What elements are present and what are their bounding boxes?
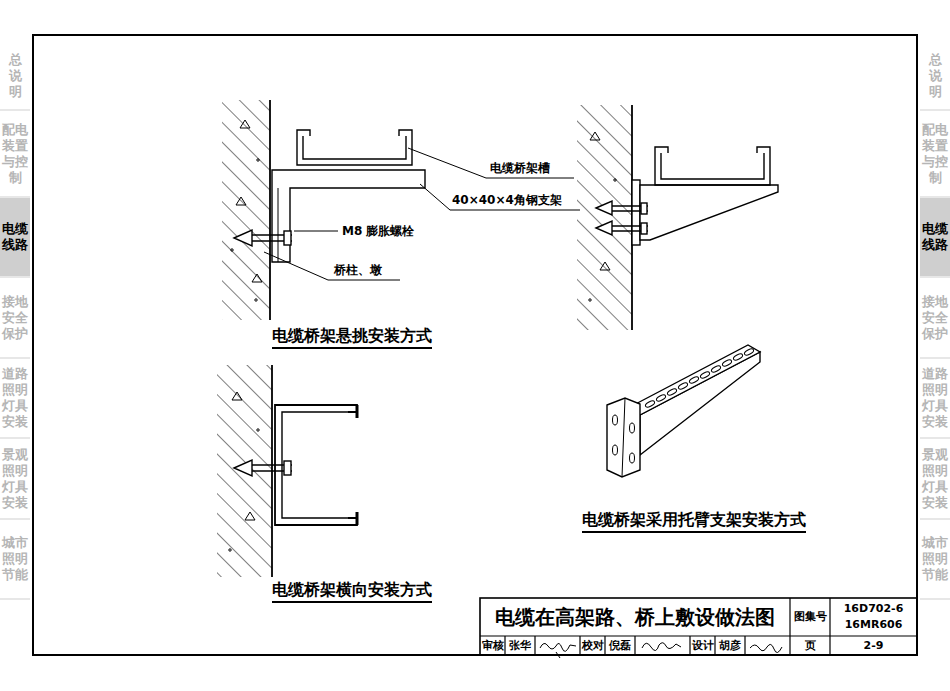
tab-text: 总说明 — [929, 52, 942, 101]
tab-text: 景观照明灯具安装 — [922, 447, 948, 512]
part-label: M8 膨胀螺栓 — [342, 223, 414, 239]
side-tab: 配电装置与控制 — [920, 112, 950, 196]
side-tab: 总说明 — [920, 45, 950, 107]
side-tab: 景观照明灯具安装 — [0, 440, 30, 518]
title-block — [480, 598, 917, 658]
table-cell: 倪磊 — [605, 637, 635, 654]
side-tab: 景观照明灯具安装 — [920, 440, 950, 518]
support-arm-iso — [607, 345, 760, 477]
side-tabs — [0, 110, 950, 599]
cantilever-detail — [222, 100, 580, 320]
part-label: 40×40×4角钢支架 — [452, 192, 562, 208]
part-label: 桥柱、墩 — [334, 262, 382, 278]
lateral-detail — [217, 365, 357, 577]
brace-bracket-detail — [577, 105, 778, 330]
side-tab: 接地安全保护 — [920, 279, 950, 357]
table-cell: 2-9 — [830, 637, 917, 654]
tab-text: 城市照明节能 — [2, 535, 28, 584]
side-tab: 道路照明灯具安装 — [920, 359, 950, 437]
tab-text: 接地安全保护 — [2, 294, 28, 343]
tab-text: 配电装置与控制 — [2, 122, 28, 187]
table-cell: 张华 — [505, 637, 535, 654]
tab-text: 总说明 — [9, 52, 22, 101]
frame — [33, 35, 917, 655]
tab-text: 道路照明灯具安装 — [922, 366, 948, 431]
part-label: 电缆桥架槽 — [490, 160, 550, 176]
table-cell: 审核 — [480, 637, 505, 654]
figure-caption: 电缆桥架悬挑安装方式 — [272, 326, 432, 349]
table-cell: 16MR606 — [830, 617, 917, 633]
tab-text: 景观照明灯具安装 — [2, 447, 28, 512]
side-tab: 城市照明节能 — [920, 520, 950, 598]
side-tab: 道路照明灯具安装 — [0, 359, 30, 437]
tab-text: 电缆线路 — [922, 221, 948, 254]
side-tab: 接地安全保护 — [0, 279, 30, 357]
side-tab: 总说明 — [0, 45, 30, 107]
table-cell: 胡彦 — [715, 637, 745, 654]
tab-text: 城市照明节能 — [922, 535, 948, 584]
table-cell: 校对 — [580, 637, 605, 654]
side-tab: 电缆线路 — [920, 198, 950, 276]
tab-text: 电缆线路 — [2, 221, 28, 254]
figure-caption: 电缆桥架横向安装方式 — [272, 580, 432, 603]
signatures — [540, 643, 782, 658]
table-cell: 页 — [790, 637, 830, 654]
table-cell: 设计 — [690, 637, 715, 654]
side-tab: 电缆线路 — [0, 198, 30, 276]
figure-caption: 电缆桥架采用托臂支架安装方式 — [582, 510, 806, 533]
tab-text: 接地安全保护 — [922, 294, 948, 343]
table-cell: 16D702-6 — [830, 601, 917, 617]
table-cell: 图集号 — [790, 600, 830, 634]
side-tab: 城市照明节能 — [0, 520, 30, 598]
side-tab: 配电装置与控制 — [0, 112, 30, 196]
tab-text: 道路照明灯具安装 — [2, 366, 28, 431]
tab-text: 配电装置与控制 — [922, 122, 948, 187]
drawing-title: 电缆在高架路、桥上敷设做法图 — [482, 600, 788, 634]
